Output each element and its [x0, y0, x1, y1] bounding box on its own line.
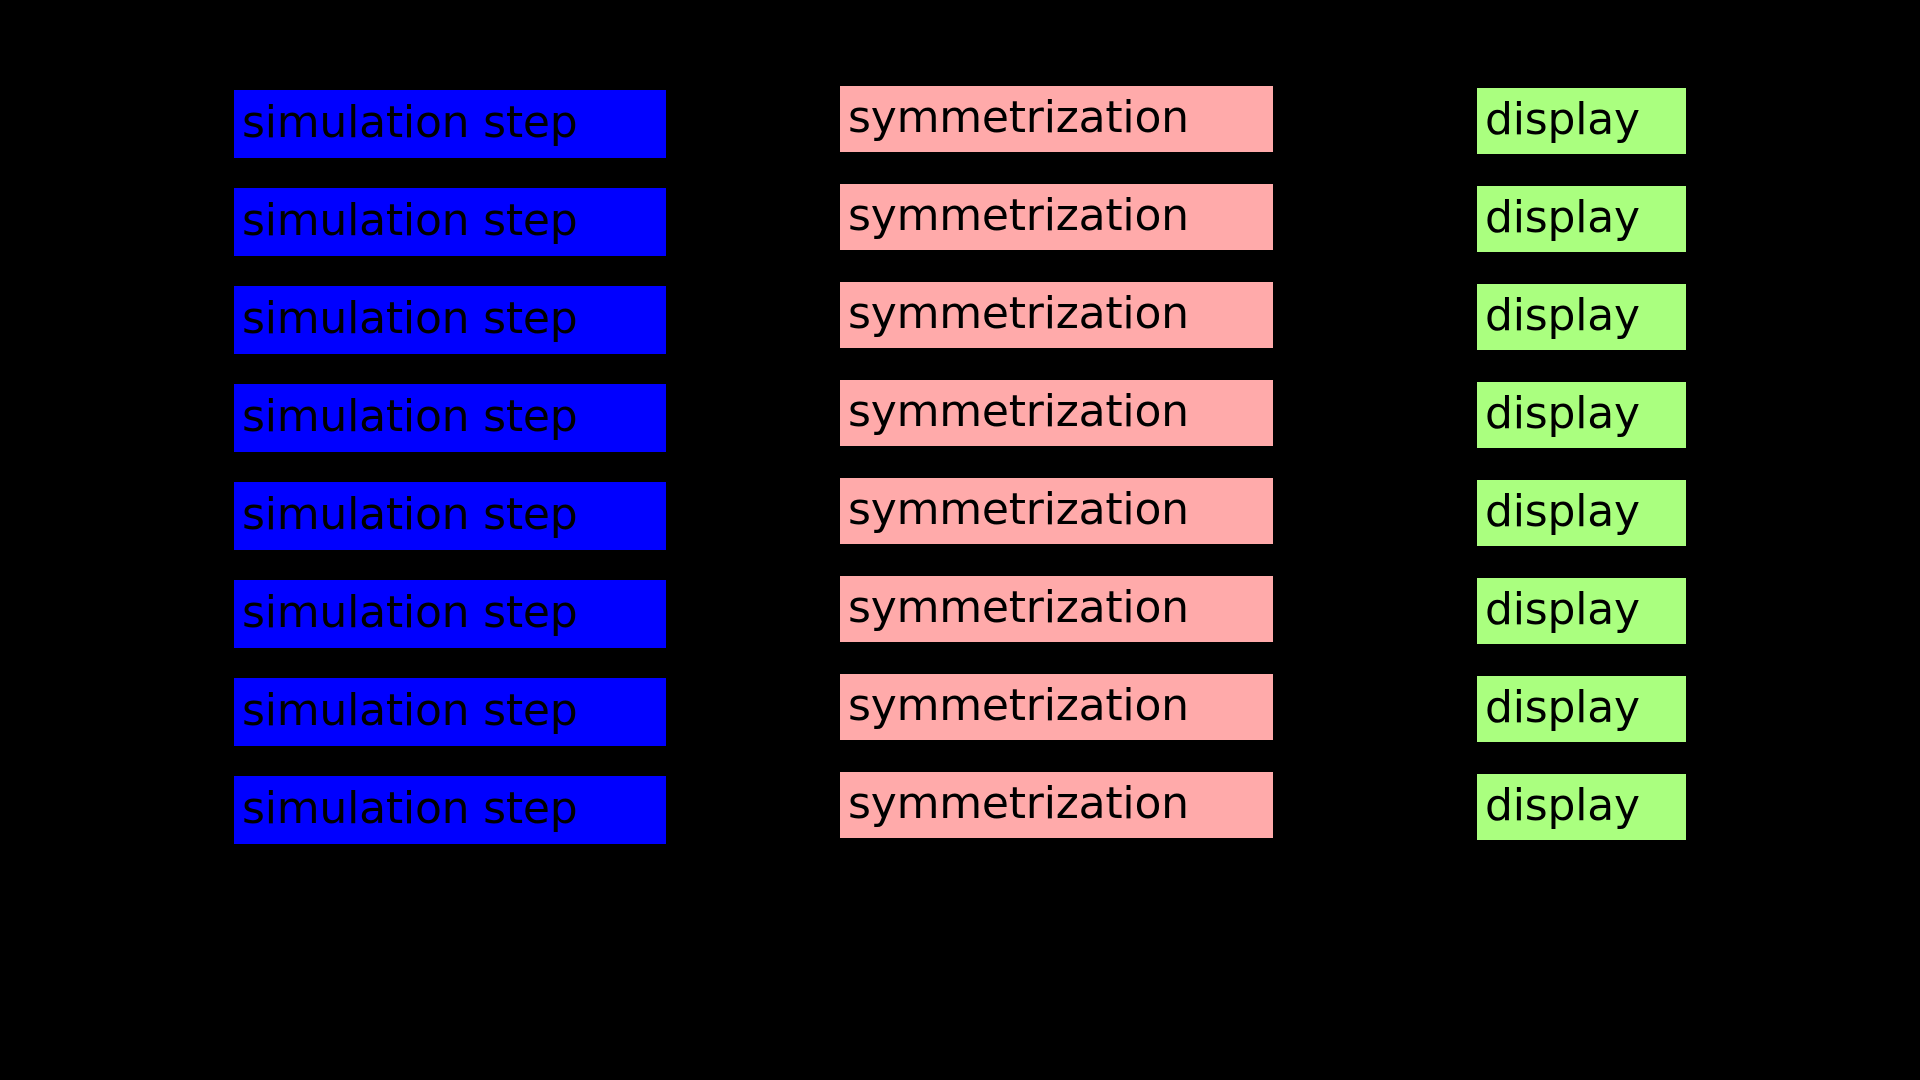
display-node[interactable]: display [1477, 774, 1686, 840]
display-node-label: display [1485, 780, 1640, 831]
display-node[interactable]: display [1477, 578, 1686, 644]
symmetrization-node[interactable]: symmetrization [840, 478, 1273, 544]
simulation-step-node[interactable]: simulation step [234, 384, 666, 452]
display-node[interactable]: display [1477, 480, 1686, 546]
symmetrization-node[interactable]: symmetrization [840, 674, 1273, 740]
symmetrization-node-label: symmetrization [848, 680, 1189, 731]
display-node-label: display [1485, 682, 1640, 733]
simulation-step-node-label: simulation step [242, 685, 578, 736]
display-node-label: display [1485, 192, 1640, 243]
display-node-label: display [1485, 290, 1640, 341]
simulation-step-node[interactable]: simulation step [234, 678, 666, 746]
symmetrization-node[interactable]: symmetrization [840, 184, 1273, 250]
display-node-label: display [1485, 584, 1640, 635]
symmetrization-node-label: symmetrization [848, 484, 1189, 535]
symmetrization-node[interactable]: symmetrization [840, 282, 1273, 348]
display-node-label: display [1485, 94, 1640, 145]
symmetrization-node-label: symmetrization [848, 582, 1189, 633]
symmetrization-node-label: symmetrization [848, 92, 1189, 143]
symmetrization-node[interactable]: symmetrization [840, 380, 1273, 446]
display-node[interactable]: display [1477, 284, 1686, 350]
symmetrization-node-label: symmetrization [848, 288, 1189, 339]
simulation-step-node-label: simulation step [242, 293, 578, 344]
simulation-step-node-label: simulation step [242, 783, 578, 834]
display-node[interactable]: display [1477, 186, 1686, 252]
display-node[interactable]: display [1477, 382, 1686, 448]
simulation-step-node-label: simulation step [242, 391, 578, 442]
simulation-step-node[interactable]: simulation step [234, 482, 666, 550]
display-node[interactable]: display [1477, 676, 1686, 742]
symmetrization-node-label: symmetrization [848, 386, 1189, 437]
simulation-step-node[interactable]: simulation step [234, 776, 666, 844]
display-node-label: display [1485, 486, 1640, 537]
symmetrization-node-label: symmetrization [848, 778, 1189, 829]
symmetrization-node[interactable]: symmetrization [840, 772, 1273, 838]
symmetrization-node-label: symmetrization [848, 190, 1189, 241]
simulation-step-node[interactable]: simulation step [234, 188, 666, 256]
display-node-label: display [1485, 388, 1640, 439]
simulation-step-node[interactable]: simulation step [234, 286, 666, 354]
simulation-step-node[interactable]: simulation step [234, 580, 666, 648]
symmetrization-node[interactable]: symmetrization [840, 576, 1273, 642]
simulation-step-node-label: simulation step [242, 489, 578, 540]
simulation-step-node-label: simulation step [242, 195, 578, 246]
simulation-step-node-label: simulation step [242, 587, 578, 638]
simulation-step-node-label: simulation step [242, 97, 578, 148]
simulation-step-node[interactable]: simulation step [234, 90, 666, 158]
symmetrization-node[interactable]: symmetrization [840, 86, 1273, 152]
display-node[interactable]: display [1477, 88, 1686, 154]
